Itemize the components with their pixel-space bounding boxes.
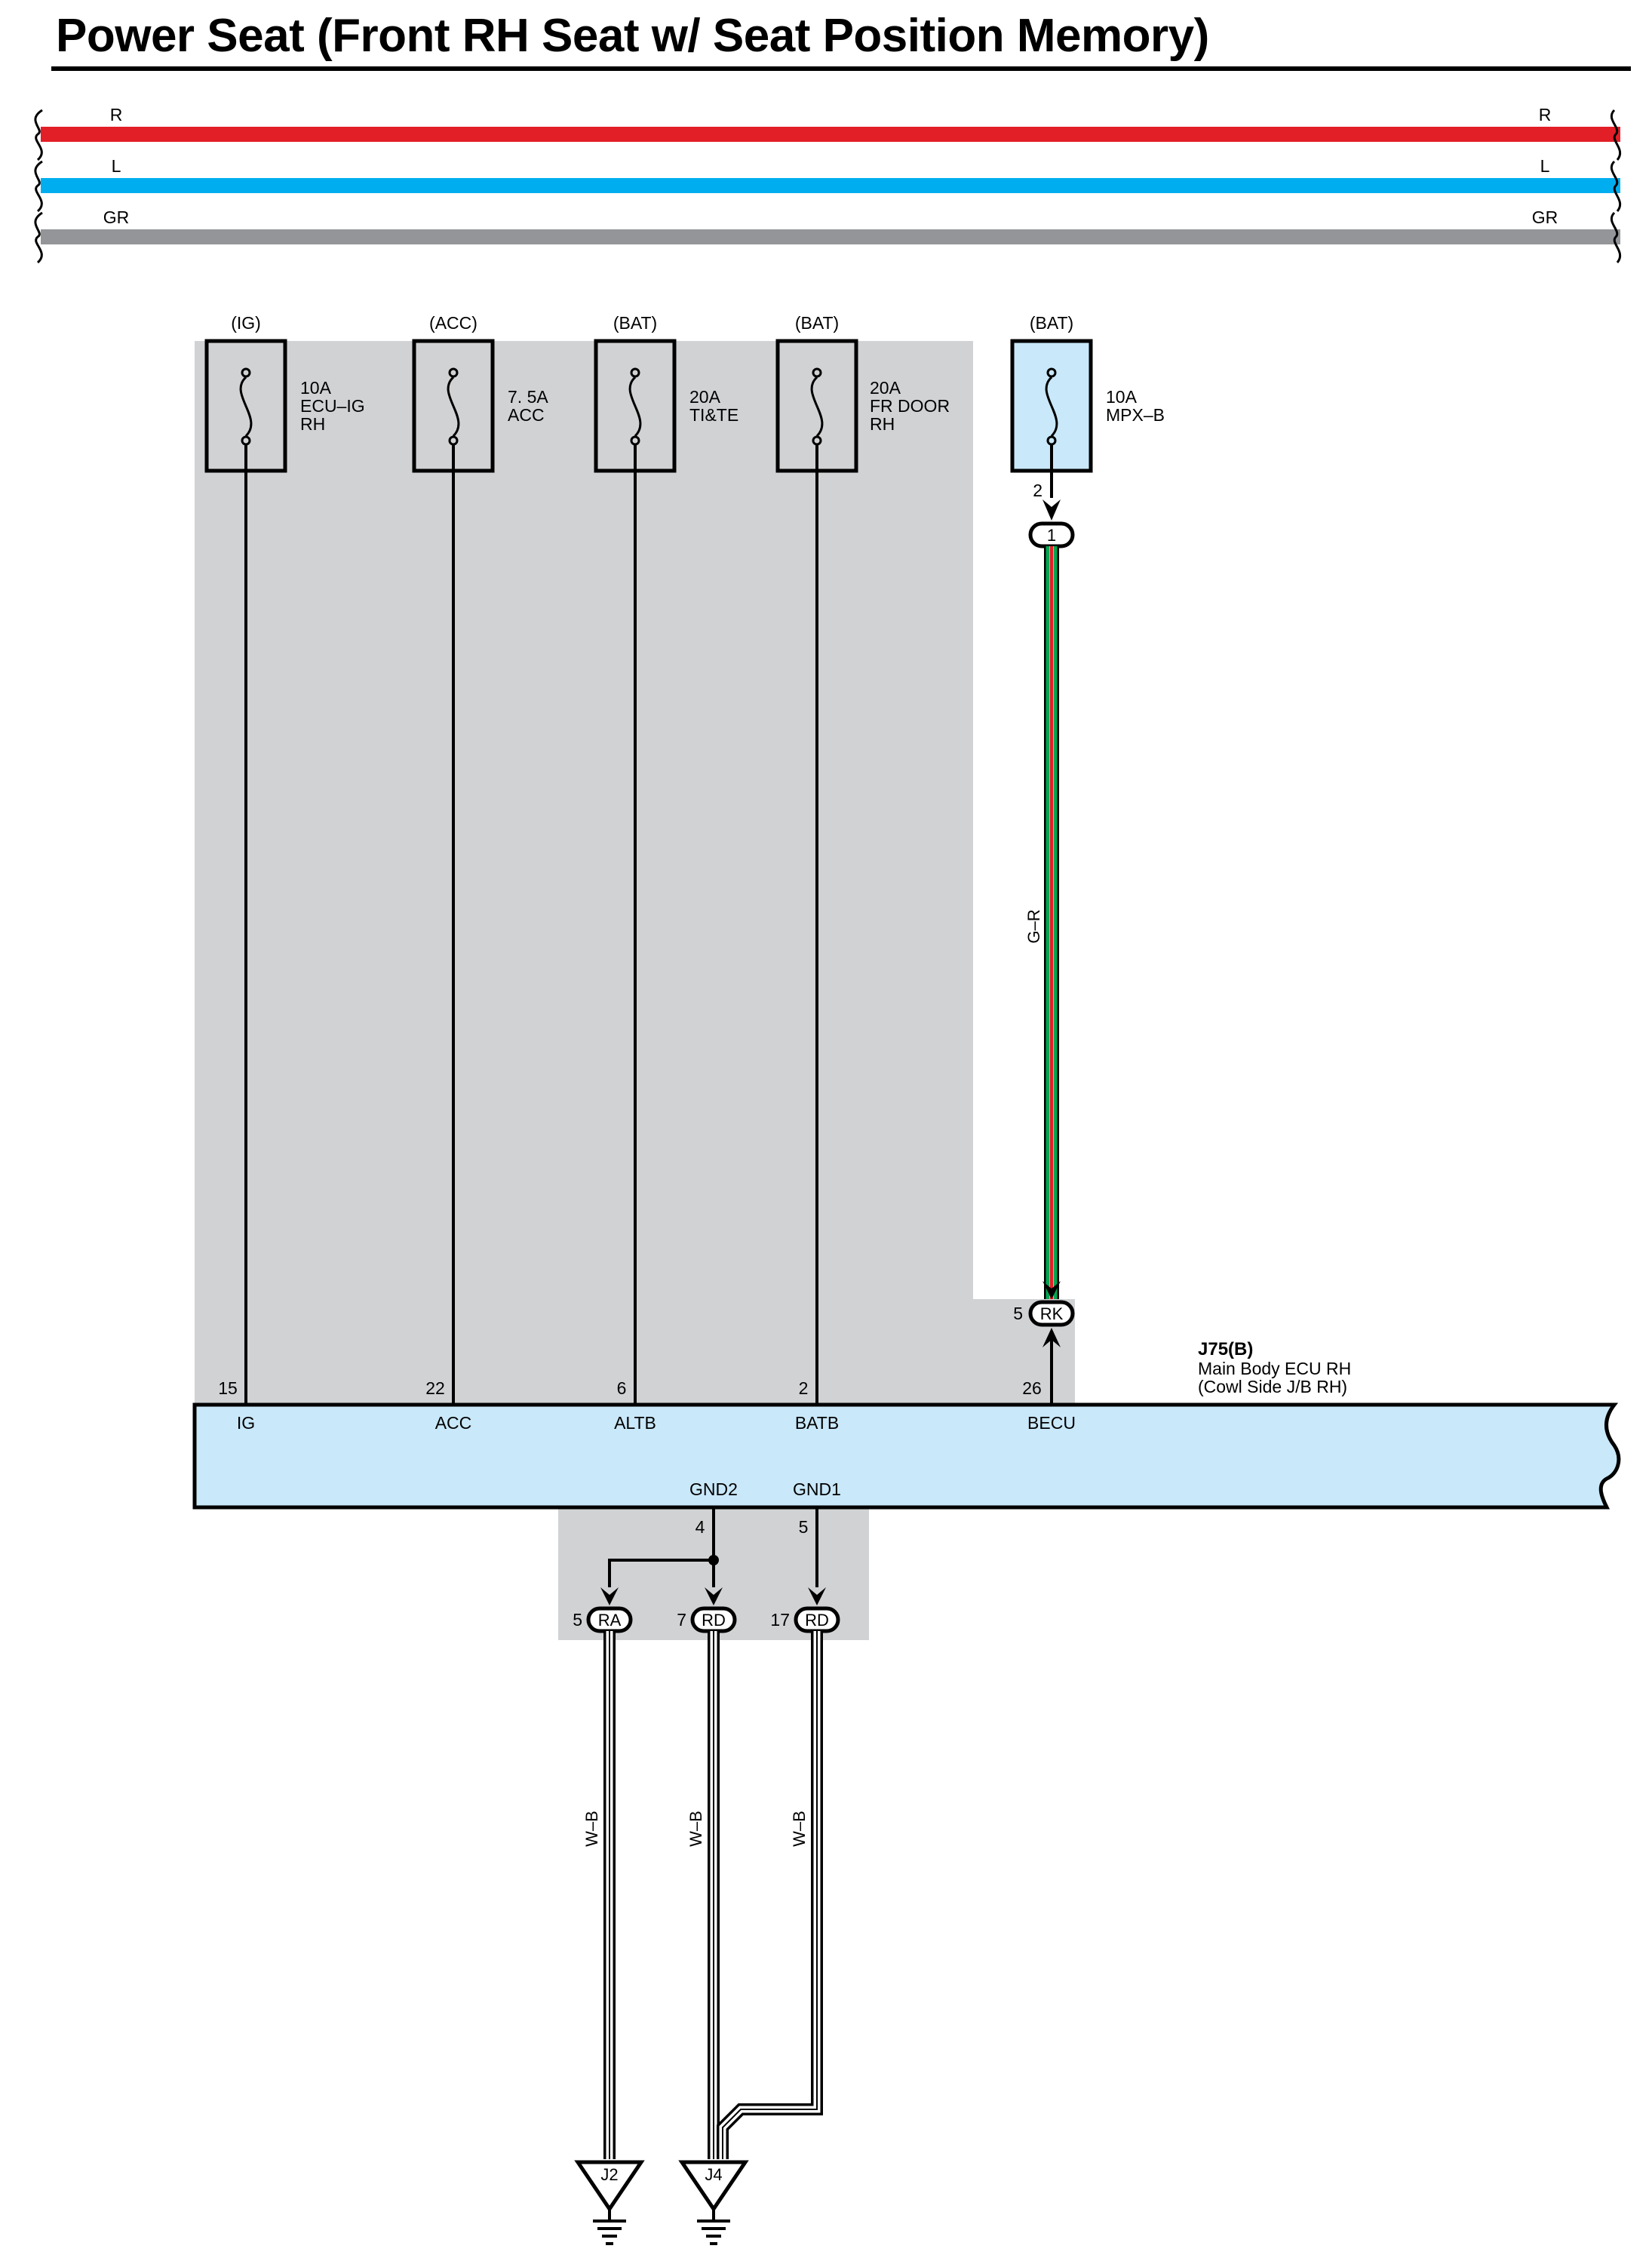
title-rule: [51, 66, 1631, 71]
ecu-pin-acc-name: ACC: [435, 1413, 472, 1433]
connector-rd-17-label: RD: [805, 1611, 829, 1630]
ecu-j75b: J75(B) Main Body ECU RH (Cowl Side J/B R…: [192, 1339, 1621, 1537]
ecu-code: J75(B): [1198, 1339, 1253, 1359]
fuse-tite-source: (BAT): [613, 313, 657, 333]
ground-j2-label: J2: [600, 2165, 618, 2184]
connector-ra-label: RA: [598, 1611, 622, 1630]
fuse-tite-name: TI&TE: [689, 405, 738, 425]
inline-connector-1-label: 1: [1047, 526, 1056, 545]
wire-color-wb-3: W–B: [790, 1811, 809, 1847]
fuse-ecu-ig-name-2: RH: [300, 414, 325, 434]
fuse-tite-rating: 20A: [689, 387, 721, 407]
ground-triangle-icon: [678, 2160, 749, 2213]
fuse-frdoor-name-2: RH: [870, 414, 895, 434]
bus-gr: GR GR: [34, 207, 1622, 264]
bus-l: L L: [34, 156, 1622, 213]
mpx-wire: 1 G–R RK 5: [1013, 444, 1075, 1405]
ground-j4-label: J4: [705, 2165, 722, 2184]
fuse-ecu-ig: (IG) 10A ECU–IG RH: [204, 313, 365, 473]
fuse-tite: (BAT) 20A TI&TE: [594, 313, 738, 473]
bus-r-label-left: R: [110, 105, 123, 124]
ecu-pin-4-number: 4: [695, 1517, 705, 1537]
fuse-icon: [628, 376, 642, 438]
connector-rd-7-pin: 7: [677, 1610, 686, 1630]
fuse-icon: [1045, 376, 1058, 438]
connector-arrow-down-icon: [1042, 499, 1061, 521]
fuse-mpxb-pin: 2: [1033, 481, 1042, 500]
fuse-acc-name: ACC: [508, 405, 545, 425]
bus-l-label-right: L: [1540, 156, 1550, 176]
fuse-acc-rating: 7. 5A: [508, 387, 548, 407]
ecu-pin-15-number: 15: [218, 1378, 238, 1398]
fuse-mpxb: (BAT) 10A MPX–B 2: [1010, 313, 1165, 500]
connector-rk: [1028, 1300, 1075, 1327]
ecu-pin-6-number: 6: [617, 1378, 627, 1398]
fuse-acc-source: (ACC): [429, 313, 477, 333]
connector-rk-pin: 5: [1013, 1304, 1023, 1323]
fuse-ecu-ig-source: (IG): [231, 313, 261, 333]
connector-arrow-down-icon: [600, 1587, 619, 1605]
bus-r-label-right: R: [1539, 105, 1552, 124]
fuse-wires: [244, 444, 818, 1405]
fuse-mpxb-rating: 10A: [1106, 387, 1138, 407]
fuse-frdoor-rating: 20A: [870, 378, 901, 398]
ecu-pin-ig-name: IG: [237, 1413, 255, 1433]
bus-l-label-left: L: [112, 156, 121, 176]
ecu-pin-gnd1-name: GND1: [793, 1479, 841, 1499]
fuse-mpxb-source: (BAT): [1030, 313, 1073, 333]
bus-gr-label-left: GR: [103, 207, 130, 227]
ecu-pin-26-number: 26: [1022, 1378, 1042, 1398]
fuse-ecu-ig-name: ECU–IG: [300, 396, 365, 416]
ground-j2: J2: [574, 2160, 645, 2245]
bus-gr-label-right: GR: [1532, 207, 1558, 227]
fuse-frdoor-source: (BAT): [795, 313, 839, 333]
bus-r: R R: [34, 105, 1622, 161]
connector-rd-17-pin: 17: [770, 1610, 790, 1630]
fuse-ecu-ig-rating: 10A: [300, 378, 332, 398]
connector-rd-7-label: RD: [702, 1611, 726, 1630]
ecu-box: [192, 1402, 1621, 1510]
fuse-icon: [239, 376, 253, 438]
wire-color-gr: G–R: [1024, 909, 1043, 943]
ecu-pin-gnd2-name: GND2: [689, 1479, 738, 1499]
wire-wb-rd17: [717, 1631, 823, 2159]
ground-wiring: RA 5 RD 7 RD 17 W–B W–B W–B J2: [573, 1507, 840, 2245]
ecu-pin-5-number: 5: [799, 1517, 809, 1537]
wire-color-wb-1: W–B: [582, 1811, 601, 1847]
connector-rk-label: RK: [1040, 1304, 1064, 1323]
ground-j4: J4: [678, 2160, 749, 2245]
fuse-icon: [447, 376, 460, 438]
ecu-pin-becu-name: BECU: [1027, 1413, 1076, 1433]
connector-arrow-down-icon: [1042, 1281, 1061, 1299]
ground-triangle-icon: [574, 2160, 645, 2213]
ecu-pin-batb-name: BATB: [795, 1413, 839, 1433]
ecu-pin-altb-name: ALTB: [614, 1413, 656, 1433]
connector-arrow-down-icon: [705, 1587, 723, 1605]
page-title: Power Seat (Front RH Seat w/ Seat Positi…: [56, 10, 1209, 62]
ecu-name: Main Body ECU RH: [1198, 1359, 1351, 1378]
connector-arrow-down-icon: [808, 1587, 826, 1605]
power-buses: R R L L GR GR: [34, 105, 1622, 264]
ecu-pin-2-number: 2: [799, 1378, 809, 1398]
wire-color-wb-2: W–B: [686, 1811, 705, 1847]
fuse-icon: [810, 376, 824, 438]
fuse-frdoor-name: FR DOOR: [870, 396, 950, 416]
ecu-pin-22-number: 22: [425, 1378, 445, 1398]
ecu-location: (Cowl Side J/B RH): [1198, 1377, 1347, 1396]
connector-arrow-up-icon: [1042, 1328, 1061, 1347]
connector-ra-pin: 5: [573, 1610, 582, 1630]
fuse-mpxb-name: MPX–B: [1106, 405, 1165, 425]
